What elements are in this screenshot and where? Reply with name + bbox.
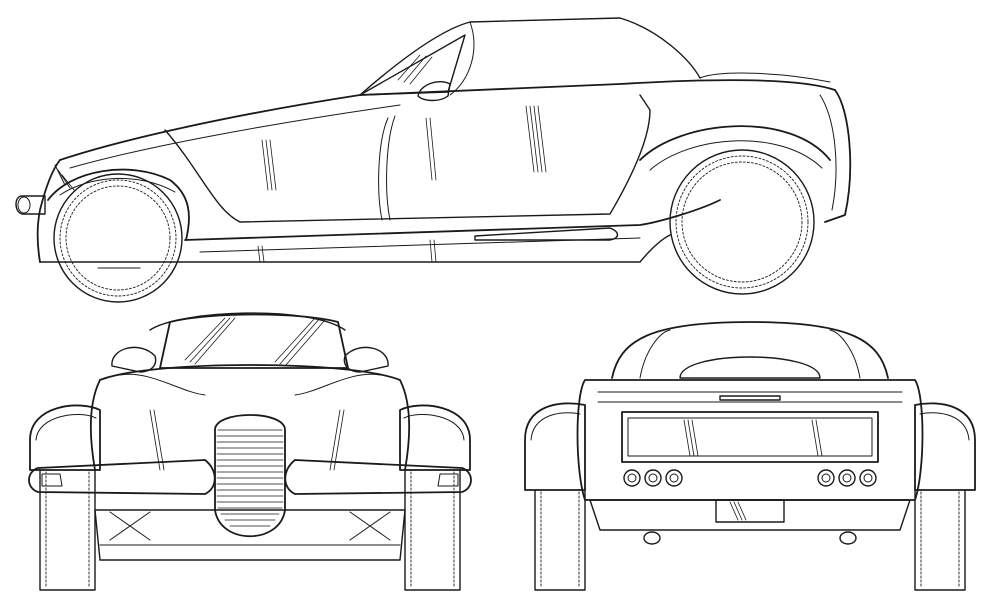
front-nose [36,159,61,263]
rear-spoiler-strip [719,395,781,401]
front-windshield [159,313,349,369]
soft-top-rear [699,72,831,83]
rear-right-tire [914,489,966,591]
front-headlamp-pod [15,195,46,215]
rear-deck [576,379,924,501]
rear-window [679,356,821,379]
side-hatching [257,105,547,263]
front-left-mirror [111,346,157,373]
rear-right-fender [914,402,976,491]
rear-left-fender [524,402,586,491]
soft-top-seam [449,21,475,96]
car-side-view [15,17,852,303]
front-right-bumper-pod [284,459,472,495]
front-lower-body [94,509,406,561]
front-right-mirror [343,346,389,373]
front-left-tire [39,469,96,591]
front-left-fender [29,404,101,471]
rear-left-exhaust [643,531,661,545]
rear-right-tail-lamps [817,469,877,487]
rear-tail [824,89,852,223]
rear-fender [639,125,831,161]
side-mirror [417,80,451,102]
rear-left-tail-lamps [623,469,683,487]
rear-lower-body [589,499,911,531]
rear-right-exhaust [839,531,857,545]
car-rear-view [524,321,976,591]
grille-bars [216,429,284,527]
front-grille [214,414,286,538]
front-hood [99,364,411,471]
car-front-view [28,312,472,591]
rear-soft-top [611,321,889,379]
soft-top [359,17,701,96]
front-left-bumper-pod [28,459,216,495]
front-wheel [53,173,183,303]
rocker-panel [184,199,721,241]
rear-left-tire [534,489,586,591]
rear-panel [621,411,879,463]
front-right-fender [399,404,471,471]
rear-wheel [669,149,815,295]
front-fender [47,168,190,241]
front-soft-top [149,312,346,331]
side-vent [474,227,619,241]
front-right-tire [404,469,461,591]
body-beltline [59,79,836,161]
rear-license-plate [715,499,785,523]
door-panel [164,94,651,223]
